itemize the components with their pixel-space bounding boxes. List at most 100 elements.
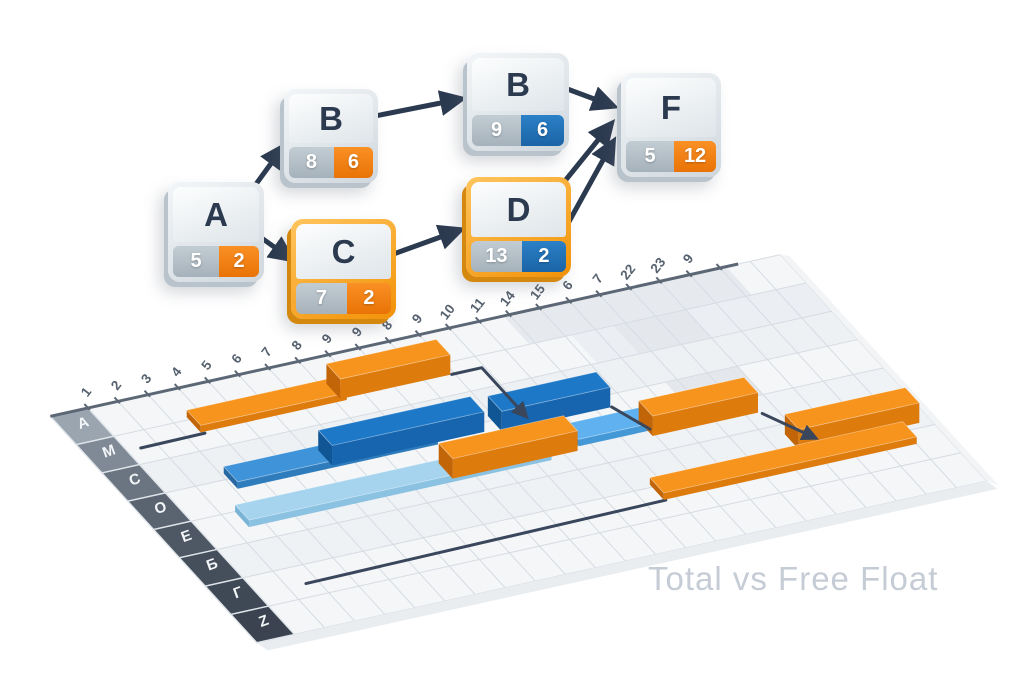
axis-tick-label: 6: [228, 351, 245, 367]
node-face: C: [296, 224, 391, 279]
row-band-cell: [229, 605, 296, 644]
node-values: 5 2: [173, 246, 259, 277]
bar-top-face: [784, 387, 920, 430]
gantt-connector: [760, 411, 819, 440]
axis-tick: [384, 336, 392, 344]
axis-tick: [565, 296, 573, 304]
axis-tick: [655, 276, 663, 284]
bar-front-face: [578, 421, 660, 447]
axis-tick-label: 3: [138, 371, 155, 387]
axis-tick-label: 5: [198, 357, 215, 373]
bar-e-float-long: [649, 421, 918, 500]
gantt-connector: [610, 405, 652, 431]
activity-node-D: D 13 2: [466, 177, 571, 277]
bar-left-face: [487, 396, 502, 432]
axis-tick-label: 4: [168, 364, 185, 380]
node-left-value: 9: [472, 115, 522, 146]
axis-tick-label: 2: [108, 378, 124, 393]
axis-tick-label: 9: [319, 331, 335, 346]
axis-tick: [113, 396, 121, 404]
axis-tick-label: 9: [409, 311, 425, 326]
axis-tick: [324, 350, 332, 358]
node-left-value: 8: [289, 147, 334, 178]
bar-left-face: [649, 477, 664, 500]
bar-o-task: [784, 387, 920, 450]
axis-tick: [474, 316, 482, 324]
activity-node-A: A 5 2: [168, 182, 264, 282]
axis-tick: [535, 303, 543, 311]
node-face: D: [471, 182, 566, 237]
node-letter: F: [660, 89, 682, 126]
axis-tick-label: 22: [617, 261, 638, 282]
node-right-value: 6: [333, 147, 373, 178]
bar-left-face: [326, 363, 341, 400]
axis-tick: [264, 363, 272, 371]
axis-tick-label: 11: [467, 295, 488, 316]
node-right-value: 2: [219, 246, 259, 277]
bar-front-face: [340, 354, 451, 400]
axis-tick: [715, 263, 723, 271]
bar-front-face: [452, 430, 578, 479]
axis-tick: [234, 370, 242, 378]
bar-top-face: [637, 376, 759, 417]
activity-node-B2: B 9 6: [467, 53, 569, 151]
grid-row-line: [139, 310, 833, 466]
bar-top-face: [325, 338, 451, 380]
bar-left-face: [318, 430, 333, 466]
bar-top-face: [437, 415, 579, 460]
node-left-value: 13: [471, 241, 522, 272]
axis-tick-label: 9: [680, 251, 696, 266]
node-left-value: 5: [626, 141, 675, 172]
activity-node-C: C 7 2: [291, 219, 396, 319]
bar-top-face: [649, 421, 918, 494]
bar-front-face: [332, 411, 485, 466]
bar-front-face: [798, 402, 920, 450]
node-values: 9 6: [472, 115, 564, 146]
bar-front-face: [652, 392, 758, 437]
node-letter: B: [319, 100, 343, 137]
axis-tick: [595, 290, 603, 298]
node-right-value: 6: [521, 115, 564, 146]
bar-left-face: [235, 504, 250, 528]
axis-tick-label: 8: [289, 337, 306, 353]
axis-tick-label: 14: [497, 288, 518, 309]
node-right-value: 2: [346, 283, 391, 314]
node-left-value: 5: [173, 246, 219, 277]
edge-C-D: [385, 224, 467, 259]
node-left-value: 7: [296, 283, 347, 314]
bar-left-face: [438, 443, 453, 479]
node-letter: C: [331, 233, 356, 270]
row-label: M: [100, 441, 118, 461]
bar-c-task: [437, 415, 579, 479]
axis-tick-label: 23: [647, 254, 668, 275]
node-face: F: [626, 78, 716, 137]
caption-total-vs-free-float: Total vs Free Float: [648, 560, 939, 597]
node-letter: D: [506, 191, 531, 228]
axis-tick-label: 6: [559, 277, 576, 293]
axis-tick: [505, 310, 512, 318]
bar-left-face: [186, 410, 201, 433]
edge-B2-F: [559, 84, 620, 111]
axis-tick: [444, 323, 452, 331]
bar-m-task: [317, 396, 485, 466]
axis-tick: [414, 330, 422, 338]
bar-left-face: [223, 466, 238, 489]
axis-tick-label: 7: [258, 344, 274, 359]
gantt-connector: [139, 431, 207, 450]
bar-top-face: [317, 396, 485, 446]
node-right-value: 12: [674, 141, 716, 172]
grid-row-line: [268, 452, 962, 607]
node-face: A: [173, 187, 259, 242]
axis-tick-label: 15: [527, 281, 548, 302]
axis-tick-label: 1: [78, 384, 95, 400]
bar-left-face: [784, 414, 799, 450]
node-face: B: [289, 94, 373, 143]
axis-tick: [204, 376, 211, 384]
axis-tick: [294, 356, 302, 364]
axis-tick: [143, 390, 151, 398]
axis-tick-label: 10: [437, 301, 458, 322]
axis-tick: [625, 283, 633, 291]
axis-tick: [83, 403, 91, 411]
